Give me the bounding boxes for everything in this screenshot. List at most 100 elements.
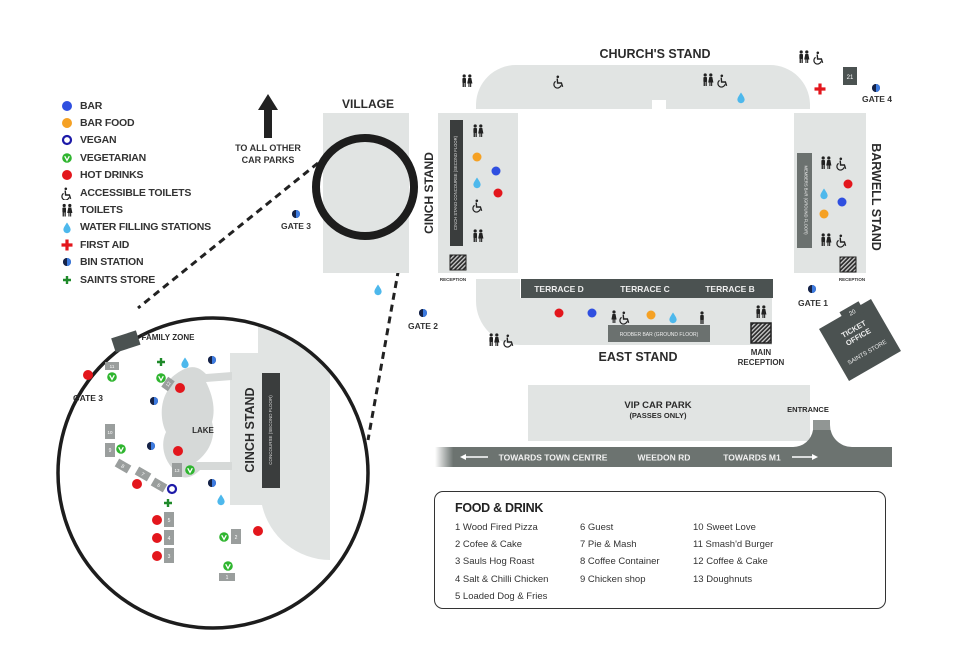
food-item: 2 Cofee & Cake [455,539,523,551]
svg-text:10: 10 [107,430,113,435]
terrace-d-label: TERRACE D [534,284,584,294]
weedon-road [435,420,892,467]
bar-food-icon [646,310,656,320]
main-reception-label: MAIN [751,348,772,357]
food-item: 13 Doughnuts [693,573,753,585]
food-column-2: 6 Guest 7 Pie & Mash 8 Coffee Container … [580,522,660,591]
kiosk-13: 13 [172,463,182,477]
kiosk-3: 3 [164,548,174,563]
legend-item-vegetarian: VEGETARIAN [60,149,211,166]
vegan-icon [166,483,178,495]
food-item: 8 Coffee Container [580,556,660,568]
family-zone-label: FAMILY ZONE [142,333,196,342]
rodber-bar-label: RODBER BAR (GROUND FLOOR) [620,332,699,338]
vip-car-park-label: VIP CAR PARK [624,400,691,411]
members-bar-label: MEMBERS BAR (GROUND FLOOR) [804,165,809,235]
legend-item-hot-drinks: HOT DRINKS [60,167,211,184]
first-aid-icon [814,83,826,95]
food-item: 6 Guest [580,522,614,533]
ticket-office[interactable]: TICKET OFFICE SAINTS STORE [819,299,901,381]
cinch-concourse-panel [450,120,463,246]
towards-town-centre-label: TOWARDS TOWN CENTRE [499,453,608,463]
legend-item-bar: BAR [60,97,211,114]
legend-item-toilets: TOILETS [60,201,211,218]
bin-station-icon [147,442,155,450]
kiosk-1: 1 [219,573,235,581]
legend-item-bar-food: BAR FOOD [60,114,211,131]
kiosk-4: 4 [164,530,174,545]
up-arrow-icon [258,94,278,138]
vegetarian-icon [106,371,118,383]
toilets-icon [799,50,809,63]
hot-drinks-icon [83,370,93,380]
food-item: 3 Sauls Hog Roast [455,556,535,568]
svg-text:11: 11 [110,364,115,369]
svg-text:7: 7 [140,472,146,479]
legend-item-water: WATER FILLING STATIONS [60,219,211,236]
legend-item-vegan: VEGAN [60,132,211,149]
rodber-bar-panel [608,325,710,342]
legend: BAR BAR FOOD VEGAN VEGETARIAN HOT DRINKS… [60,97,211,288]
legend-item-first-aid: FIRST AID [60,236,211,253]
reception-label: RECEPTION [839,277,865,282]
food-item: 12 Coffee & Cake [693,556,768,568]
food-column-3: 10 Sweet Love 11 Smash'd Burger 12 Coffe… [693,522,773,591]
svg-text:3: 3 [168,554,171,560]
hot-drinks-icon [253,526,263,536]
hot-drinks-icon [152,515,162,525]
kiosk-8: 8 [114,458,132,474]
food-item: 1 Wood Fired Pizza [455,522,538,533]
gate-1-label: GATE 1 [798,298,828,308]
terrace-c-label: TERRACE C [620,284,670,294]
svg-text:8: 8 [120,464,126,471]
food-item: 11 Smash'd Burger [693,539,774,551]
kiosk-12: 12 [161,376,175,392]
gate1-bin-icon [808,285,816,293]
hot-drinks-icon [173,446,183,456]
towards-m1-label: TOWARDS M1 [723,453,781,463]
vegetarian-icon [155,372,167,384]
gate2-bin-icon [419,309,427,317]
gate-3-label: GATE 3 [281,221,311,231]
vegetarian-icon [218,531,230,543]
main-reception-icon [750,322,772,344]
kiosk-9: 9 [105,443,115,457]
left-arrow-icon [460,454,488,460]
reception-label: RECEPTION [440,277,466,282]
vip-car-park [528,385,810,441]
svg-text:5: 5 [168,518,171,524]
bar-food-icon [472,152,482,162]
water-filling-icon [374,284,382,296]
gate3-bin-icon [292,210,300,218]
gate4-bin-icon [872,84,880,92]
reception-icon [839,256,857,273]
legend-item-bin-station: BIN STATION [60,254,211,271]
zoom-circle[interactable] [312,134,418,240]
churchs-stand-title: CHURCH'S STAND [599,47,710,61]
food-column-1: 1 Wood Fired Pizza 2 Cofee & Cake 3 Saul… [455,522,548,608]
to-car-parks-label: CAR PARKS [242,155,295,165]
bin-station-icon [150,397,158,405]
kiosk-21-label: 21 [847,75,854,81]
terrace-band [521,279,773,298]
svg-text:6: 6 [156,483,162,490]
east-stand-title: EAST STAND [599,350,678,364]
bar-food-icon [819,209,829,219]
toilets-icon [462,74,472,87]
reception-icon [449,254,467,271]
food-item: 4 Salt & Chilli Chicken [455,573,549,585]
bar-food-icon [60,116,74,130]
hot-drinks-icon [843,179,853,189]
legend-item-accessible-toilets: ACCESSIBLE TOILETS [60,184,211,201]
bar-icon [587,308,597,318]
gate-2-label: GATE 2 [408,321,438,331]
hot-drinks-icon [132,479,142,489]
bin-station-icon [208,356,216,364]
food-item: 9 Chicken shop [580,573,646,585]
zoom-connector-line [137,161,319,310]
terrace-b-label: TERRACE B [705,284,755,294]
inset-concourse-label: CONCOURSE (SECOND FLOOR) [268,395,273,465]
food-drink-title: FOOD & DRINK [455,501,544,515]
kiosk-6: 6 [150,477,168,493]
hot-drinks-icon [175,383,185,393]
